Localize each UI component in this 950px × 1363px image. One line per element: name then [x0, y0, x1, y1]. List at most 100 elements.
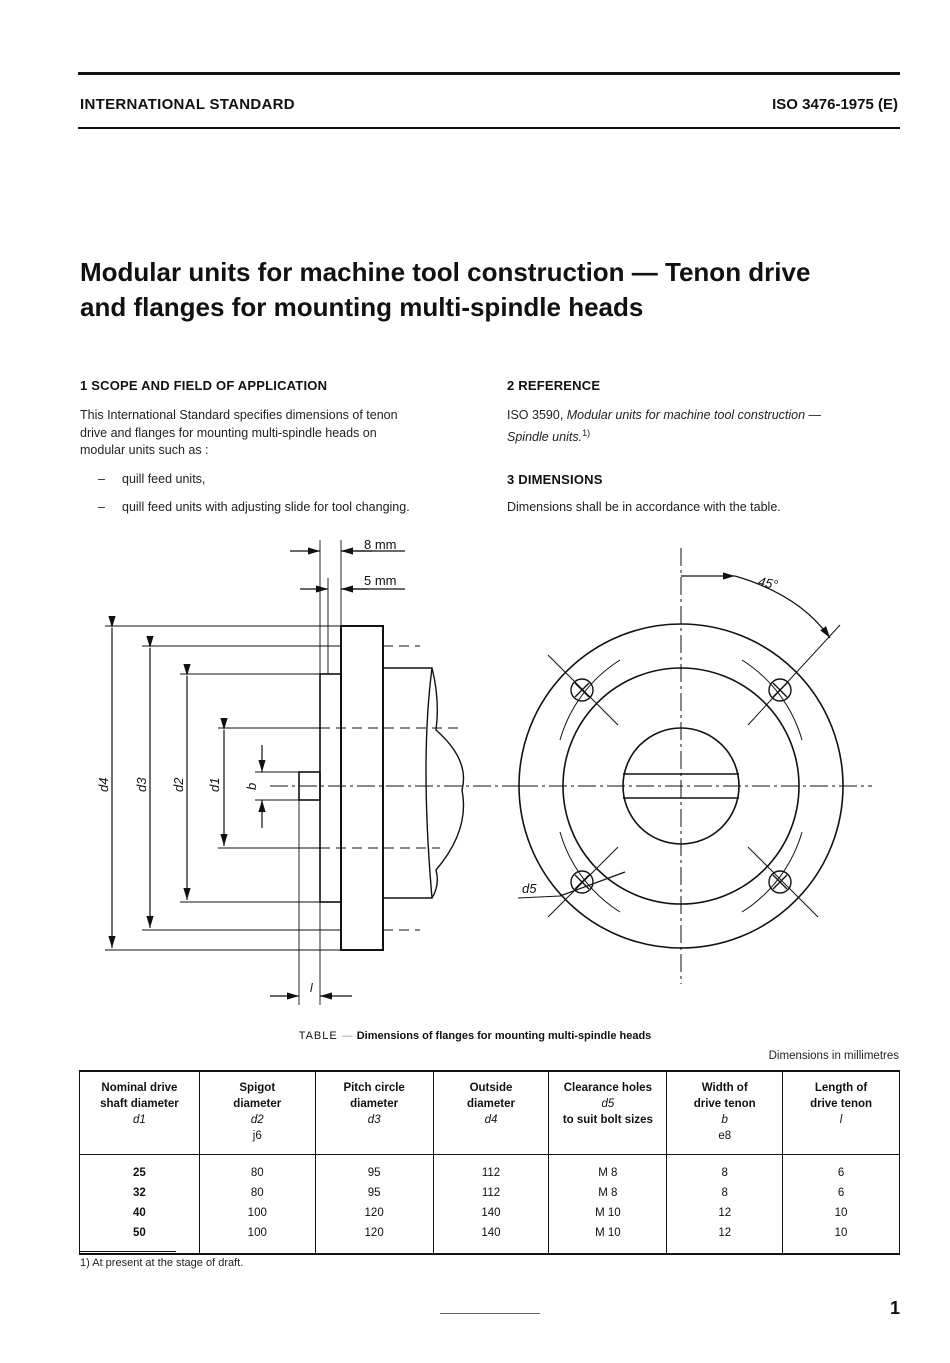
list-dash: –: [98, 500, 105, 514]
header-text: Width of: [701, 1082, 748, 1094]
label-d5: d5: [522, 881, 537, 896]
reference-text: ISO 3590, Modular units for machine tool…: [507, 406, 907, 446]
table-cell: 95: [314, 1186, 434, 1206]
table-cell: 100: [198, 1226, 316, 1255]
para-line: This International Standard specifies di…: [80, 408, 398, 422]
label-b: b: [244, 783, 259, 790]
table-cell: 10: [782, 1226, 900, 1255]
header-text: drive tenon: [693, 1098, 756, 1110]
list-item-text: quill feed units,: [122, 472, 206, 486]
col-header-b: Width of drive tenon b e8: [666, 1070, 784, 1155]
header-text: diameter: [350, 1098, 399, 1110]
reference-title: Modular units for machine tool construct…: [566, 408, 822, 422]
header-text: Length of: [814, 1082, 868, 1094]
header-text: d5: [601, 1098, 615, 1110]
header-text: drive tenon: [810, 1098, 873, 1110]
reference-prefix: ISO 3590,: [507, 408, 567, 422]
front-view: [517, 548, 872, 984]
table-caption-text: Dimensions of flanges for mounting multi…: [356, 1030, 652, 1042]
table-cell: 6: [782, 1186, 900, 1206]
label-l: l: [310, 981, 313, 995]
label-d4: d4: [96, 778, 111, 792]
reference-title-cont: Spindle units.: [507, 430, 583, 445]
table-cell: 8: [666, 1154, 784, 1186]
page-number: 1: [889, 1298, 900, 1318]
list-item: – quill feed units with adjusting slide f…: [98, 500, 410, 514]
header-text: Clearance holes: [563, 1082, 652, 1094]
title-line-1: Modular units for machine tool construct…: [80, 257, 811, 287]
label-d2: d2: [171, 777, 186, 792]
table-caption-label: TABLE: [298, 1030, 338, 1042]
header-text: l: [839, 1114, 843, 1126]
table-cell: 95: [314, 1154, 434, 1186]
header-text: d3: [367, 1114, 381, 1126]
caption-dash: —: [341, 1030, 353, 1042]
table-cell: 112: [432, 1154, 550, 1186]
table-cell: M 8: [548, 1186, 668, 1206]
table-cell: 100: [198, 1206, 316, 1226]
table-cell: M 8: [548, 1154, 668, 1186]
section-3-heading: 3 DIMENSIONS: [507, 472, 603, 487]
table-cell: M 10: [548, 1206, 668, 1226]
drawing-labels: 8 mm 5 mm l d4 d3 d2 d1 b 45° d5: [96, 537, 779, 995]
header-text: diameter: [467, 1098, 515, 1110]
table-cell: 112: [432, 1186, 550, 1206]
dim-5mm: 5 mm: [364, 573, 397, 588]
list-item-text: quill feed units with adjusting slide fo…: [122, 500, 410, 514]
table-caption: TABLE—Dimensions of flanges for mounting…: [0, 1030, 950, 1042]
list-item: – quill feed units,: [98, 472, 205, 486]
col-header-d5: Clearance holes d5 to suit bolt sizes: [548, 1070, 668, 1155]
section-2-heading: 2 REFERENCE: [507, 378, 601, 393]
header-text: e8: [718, 1130, 732, 1142]
header-standard-type: INTERNATIONAL STANDARD: [80, 96, 295, 113]
table-cell: 120: [314, 1206, 434, 1226]
section-1-paragraph: This International Standard specifies di…: [80, 406, 480, 459]
col-header-d3: Pitch circle diameter d3: [314, 1070, 434, 1155]
table-units: Dimensions in millimetres: [768, 1050, 899, 1062]
header-text: b: [721, 1114, 728, 1126]
label-d1: d1: [207, 778, 222, 792]
bottom-rule: [440, 1313, 540, 1314]
table-cell: 12: [666, 1206, 784, 1226]
header-standard-number: ISO 3476-1975 (E): [772, 96, 898, 113]
header-rule: [78, 127, 900, 129]
table-cell: 12: [666, 1226, 784, 1255]
top-rule: [78, 72, 900, 75]
table-cell: 10: [782, 1206, 900, 1226]
table-cell: 140: [432, 1226, 550, 1255]
header-text: Pitch circle: [343, 1082, 405, 1094]
table-cell: 50: [79, 1226, 200, 1255]
table-cell: 40: [79, 1206, 200, 1226]
table-cell: 120: [314, 1226, 434, 1255]
side-view: [105, 540, 520, 1005]
header-text: j6: [252, 1130, 262, 1142]
footnote-ref: 1): [582, 428, 591, 438]
table-cell: M 10: [548, 1226, 668, 1255]
flange-drawing: 8 mm 5 mm l d4 d3 d2 d1 b 45° d5: [96, 537, 872, 1005]
label-d3: d3: [134, 777, 149, 792]
table-cell: 80: [198, 1186, 316, 1206]
table-cell: 32: [79, 1186, 200, 1206]
header-text: d2: [250, 1114, 264, 1126]
para-line: drive and flanges for mounting multi-spi…: [80, 426, 377, 440]
header-text: to suit bolt sizes: [562, 1114, 653, 1126]
table-cell: 8: [666, 1186, 784, 1206]
table-cell: 140: [432, 1206, 550, 1226]
document-title: Modular units for machine tool construct…: [80, 255, 900, 325]
section-3-text: Dimensions shall be in accordance with t…: [507, 500, 781, 514]
header-text: Spigot: [239, 1082, 276, 1094]
table-cell: 6: [782, 1154, 900, 1186]
list-dash: –: [98, 472, 105, 486]
dim-8mm: 8 mm: [364, 537, 397, 552]
footnote: 1) At present at the stage of draft.: [80, 1257, 244, 1269]
title-line-2: and flanges for mounting multi-spindle h…: [80, 292, 644, 322]
